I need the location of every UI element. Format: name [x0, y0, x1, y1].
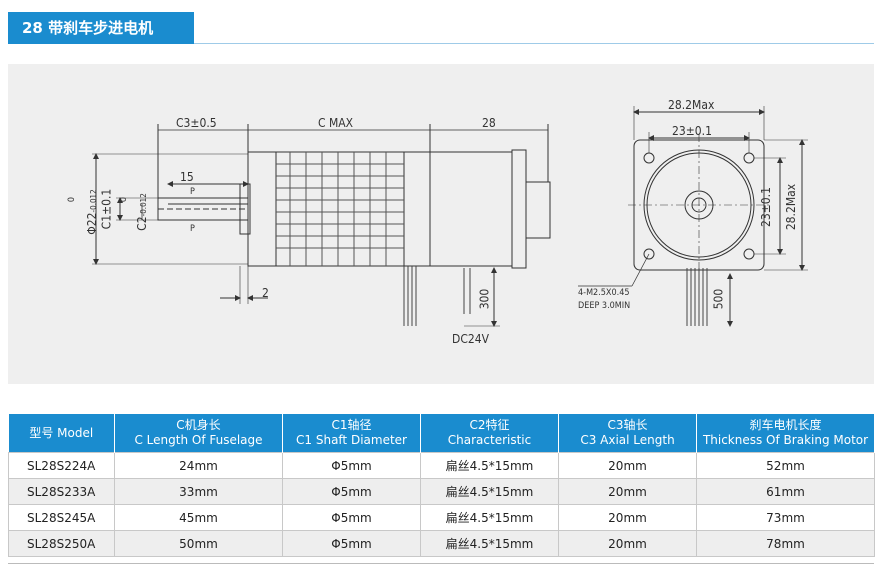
cell-characteristic: 扁丝4.5*15mm	[420, 530, 559, 557]
dim-23-side: 23±0.1	[758, 187, 773, 227]
dim-c2-tol-up: 0	[119, 196, 130, 203]
cell-brake: 61mm	[696, 478, 875, 505]
cell-length: 50mm	[114, 530, 283, 557]
front-flange	[247, 151, 277, 267]
brake-section	[403, 151, 431, 267]
motor-body	[275, 151, 405, 267]
dim-cmax: C MAX	[318, 116, 354, 130]
front-view-wires	[686, 268, 708, 326]
cell-brake: 52mm	[696, 452, 875, 479]
dim-23-top: 23±0.1	[672, 124, 712, 138]
cooling-fins	[276, 152, 404, 266]
cell-characteristic: 扁丝4.5*15mm	[420, 452, 559, 479]
cell-length: 33mm	[114, 478, 283, 505]
cell-shaft: Φ5mm	[282, 478, 421, 505]
cell-characteristic: 扁丝4.5*15mm	[420, 478, 559, 505]
cell-shaft: Φ5mm	[282, 530, 421, 557]
title-divider	[194, 43, 874, 44]
cell-model: SL28S245A	[8, 504, 115, 531]
cell-axial: 20mm	[558, 504, 697, 531]
cell-model: SL28S250A	[8, 530, 115, 557]
dim-c3: C3±0.5	[176, 116, 217, 130]
dim-phi22-tol-up: 0	[67, 196, 78, 203]
table-row: SL28S233A 33mm Φ5mm 扁丝4.5*15mm 20mm 61mm	[8, 478, 875, 505]
cell-model: SL28S233A	[8, 478, 115, 505]
cell-model: SL28S224A	[8, 452, 115, 479]
cell-axial: 20mm	[558, 530, 697, 557]
hole-note-line2: DEEP 3.0MIN	[578, 301, 631, 311]
dim-c2: C2-0.012	[135, 193, 149, 231]
cell-brake: 73mm	[696, 504, 875, 531]
voltage-label: DC24V	[452, 332, 489, 346]
dim-300: 300	[477, 288, 492, 310]
hole-note-line1: 4-M2.5X0.45	[578, 288, 630, 298]
table-bottom-line	[8, 563, 874, 564]
motor-wires	[403, 266, 471, 326]
cell-axial: 20mm	[558, 478, 697, 505]
table-row: SL28S224A 24mm Φ5mm 扁丝4.5*15mm 20mm 52mm	[8, 452, 875, 479]
dim-282-side: 28.2Max	[784, 183, 799, 231]
header-model: 型号 Model	[8, 414, 115, 453]
cell-brake: 78mm	[696, 530, 875, 557]
cell-length: 24mm	[114, 452, 283, 479]
table-row: SL28S245A 45mm Φ5mm 扁丝4.5*15mm 20mm 73mm	[8, 504, 875, 531]
dim-500: 500	[711, 288, 726, 310]
table-row: SL28S250A 50mm Φ5mm 扁丝4.5*15mm 20mm 78mm	[8, 530, 875, 557]
section-title: 28 带刹车步进电机	[8, 12, 194, 44]
end-cap	[429, 151, 513, 267]
dim-c1: C1±0.1	[99, 188, 114, 230]
cell-shaft: Φ5mm	[282, 504, 421, 531]
cell-length: 45mm	[114, 504, 283, 531]
cell-shaft: Φ5mm	[282, 452, 421, 479]
marker-p-bottom: P	[190, 224, 195, 234]
dim-28: 28	[482, 116, 496, 130]
dim-282-top: 28.2Max	[668, 98, 715, 112]
dim-2: 2	[262, 286, 269, 300]
marker-p-top: P	[190, 187, 195, 197]
cell-axial: 20mm	[558, 452, 697, 479]
motor-drawing-svg	[92, 106, 808, 327]
technical-drawing-panel: C3±0.5 C MAX 28 15 P P Φ22-0.012 0 C1±0.…	[8, 64, 874, 384]
dim-15: 15	[180, 170, 194, 184]
cell-characteristic: 扁丝4.5*15mm	[420, 504, 559, 531]
